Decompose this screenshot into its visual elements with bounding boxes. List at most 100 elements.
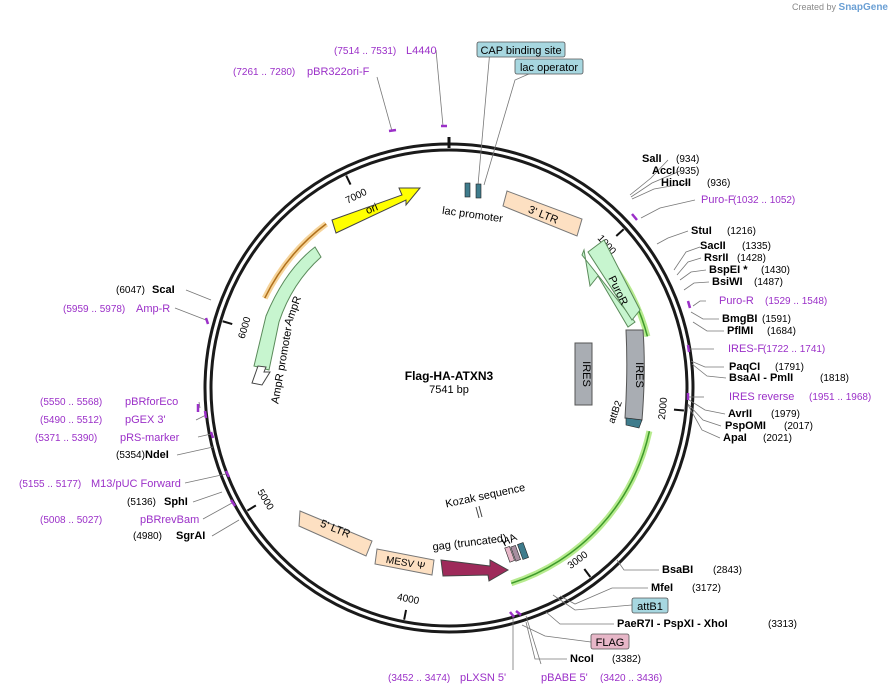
ltr5-feature — [298, 510, 373, 557]
primer-bottom-0: (3452 .. 3474) pLXSN 5' — [388, 672, 506, 684]
site-right-3: StuI (1216) — [691, 225, 756, 237]
ampr-feature — [253, 246, 322, 371]
site-right-5-pos: (1428) — [737, 253, 766, 264]
ori-label: ori — [364, 201, 380, 217]
tick-7000 — [345, 175, 352, 186]
site-right-15: BsaBI(2843) — [662, 564, 742, 576]
ires-inner-feature — [574, 342, 593, 406]
primer-right-2-range: (1722 .. 1741) — [763, 344, 825, 355]
attb1-box — [631, 597, 669, 614]
tick-3000 — [583, 568, 592, 578]
primer-right-1-name: Puro-R — [719, 295, 754, 307]
primer-left-2-range: (5959 .. 5978) — [63, 304, 125, 315]
tick-label-6000: 6000 — [237, 315, 254, 340]
site-right-14-pos: (2021) — [763, 433, 792, 444]
primer-left-5: (5371 .. 5390) pRS-marker — [35, 432, 180, 444]
primer-left-4-range: (5490 .. 5512) — [40, 415, 102, 426]
plasmid-name: Flag-HA-ATXN3 — [405, 369, 494, 383]
amber-arc-line — [264, 223, 327, 299]
site-right-7-name: BsiWI — [712, 276, 743, 288]
cap-site-mark — [464, 182, 471, 198]
primer-left-7-name: pBRrevBam — [140, 514, 199, 526]
primer-bottom-1-name: pBABE 5' — [541, 672, 588, 684]
primer-left-5-range: (5371 .. 5390) — [35, 433, 97, 444]
site-left-0-pos: (6047) — [116, 285, 145, 296]
primer-left-3-range: (5550 .. 5568) — [40, 397, 102, 408]
site-right-7: BsiWI (1487) — [712, 276, 783, 288]
site-right-11: BsaAI - PmlI (1818) — [729, 372, 849, 384]
site-right-9: PflMI (1684) — [727, 325, 796, 337]
snapgene-watermark: Created by SnapGene — [792, 2, 888, 13]
site-right-12-pos: (1979) — [771, 409, 800, 420]
site-right-12-name: AvrII — [728, 408, 752, 420]
site-right-11-pos: (1818) — [820, 373, 849, 384]
puror-feature — [581, 248, 636, 328]
primer-right-3-name: IRES reverse — [729, 391, 794, 403]
mesv-feature — [374, 548, 435, 576]
primer-bottom-0-range: (3452 .. 3474) — [388, 673, 450, 684]
ampr-promoter-feature — [251, 365, 271, 386]
site-right-11-name: BsaAI - PmlI — [729, 372, 793, 384]
watermark-brand: SnapGene — [838, 2, 888, 13]
primer-left-7: (5008 .. 5027)pBRrevBam — [40, 514, 199, 526]
site-left-2-name: SphI — [164, 496, 188, 508]
site-right-7-pos: (1487) — [754, 277, 783, 288]
primer-right-0-range: (1032 .. 1052) — [733, 195, 795, 206]
site-left-3-pos: (4980) — [133, 531, 162, 542]
site-right-17-name: PaeR7I - PspXI - XhoI — [617, 618, 728, 630]
site-right-5: RsrII(1428) — [704, 252, 766, 264]
site-left-2: (5136)SphI — [127, 496, 188, 508]
site-right-3-pos: (1216) — [727, 226, 756, 237]
tick-2000 — [673, 408, 685, 412]
primer-left-6: (5155 .. 5177)M13/pUC Forward — [19, 478, 181, 490]
site-right-16: MfeI(3172) — [651, 582, 721, 594]
site-right-15-pos: (2843) — [713, 565, 742, 576]
primer-left-3: (5550 .. 5568)pBRforEco — [40, 396, 178, 408]
kozak-label: Kozak sequence — [444, 482, 526, 511]
primer-left-2-name: Amp-R — [136, 303, 170, 315]
tick-5000 — [246, 504, 257, 512]
primer-left-5-name: pRS-marker — [120, 432, 180, 444]
site-left-1: (5354)NdeI — [116, 449, 169, 461]
attb1-mark — [517, 542, 529, 560]
tick-6000 — [222, 320, 233, 326]
site-right-6: BspEI *(1430) — [709, 264, 790, 276]
site-right-8: BmgBI(1591) — [722, 313, 791, 325]
site-right-3-name: StuI — [691, 225, 712, 237]
site-right-18-pos: (3382) — [612, 654, 641, 665]
site-right-14: ApaI(2021) — [723, 432, 792, 444]
site-right-0: SalI (934) — [642, 153, 699, 165]
site-left-3-name: SgrAI — [176, 530, 205, 542]
site-right-4-name: SacII — [700, 240, 726, 252]
primer-right-3: (1951 .. 1968)IRES reverse — [729, 391, 871, 403]
primer-right-0-name: Puro-F — [701, 194, 735, 206]
site-right-9-name: PflMI — [727, 325, 753, 337]
ori-feature — [331, 187, 422, 234]
flag-label: FLAG — [596, 637, 625, 649]
site-right-0-pos: (934) — [676, 154, 699, 165]
site-right-9-pos: (1684) — [767, 326, 796, 337]
site-right-16-name: MfeI — [651, 582, 673, 594]
primer-right-1: (1529 .. 1548)Puro-R — [719, 295, 827, 307]
site-right-13: PspOMI(2017) — [725, 420, 813, 432]
primer-bottom-1: (3420 .. 3436)pBABE 5' — [541, 672, 662, 684]
site-right-10-name: PaqCI — [729, 361, 760, 373]
green-arc-line — [511, 431, 651, 585]
ltr3-feature — [502, 190, 583, 237]
attb2-label: attB2 — [606, 399, 624, 425]
site-right-13-pos: (2017) — [784, 421, 813, 432]
primer-left-0: (7514 .. 7531)L4440 — [334, 45, 437, 57]
tick-label-2000: 2000 — [657, 397, 670, 421]
site-right-0-name: SalI — [642, 153, 662, 165]
site-labels: SalI(934)AccI(935)HincII(936)StuI(1216)S… — [19, 45, 871, 684]
puror-body — [587, 239, 641, 321]
site-right-18-name: NcoI — [570, 653, 594, 665]
primer-bottom-0-name: pLXSN 5' — [460, 672, 506, 684]
tick-label-7000: 7000 — [344, 187, 369, 207]
primer-left-0-name: L4440 — [406, 45, 437, 57]
primer-left-6-range: (5155 .. 5177) — [19, 479, 81, 490]
watermark-prefix: Created by — [791, 2, 837, 12]
lac-promoter-label: lac promoter — [441, 205, 504, 225]
kozak-mark — [475, 506, 480, 519]
primer-left-4-name: pGEX 3' — [125, 414, 166, 426]
